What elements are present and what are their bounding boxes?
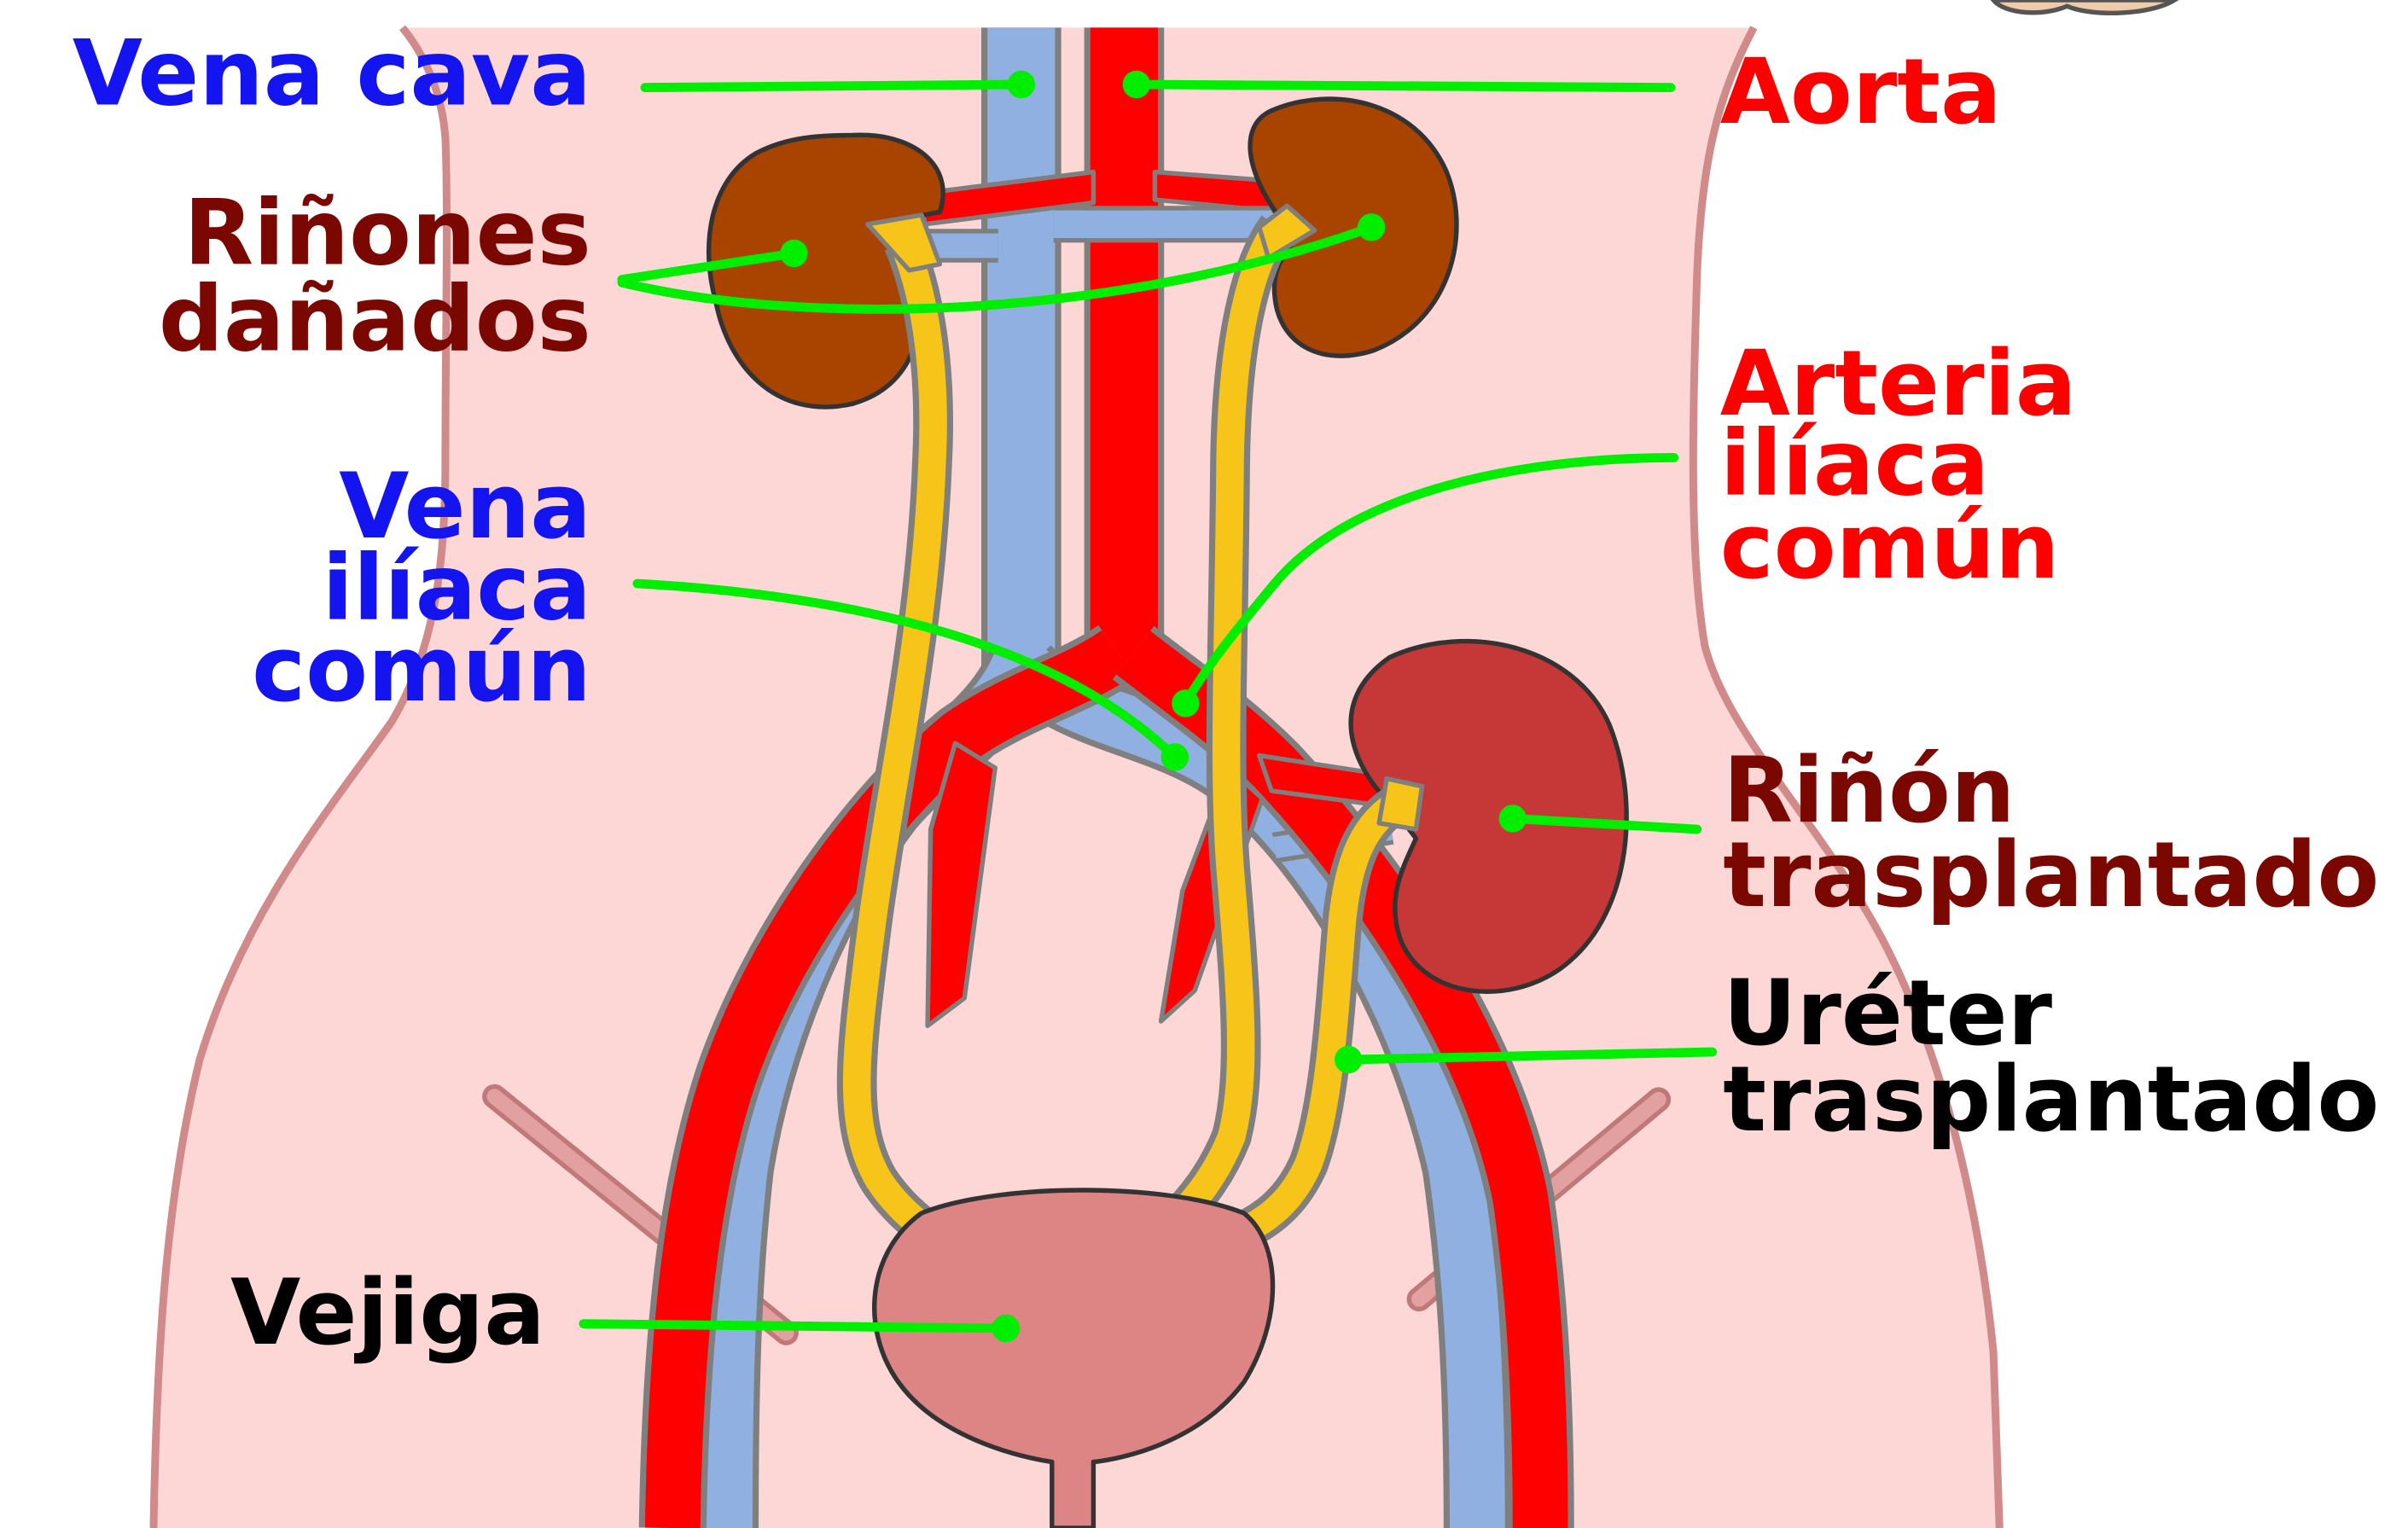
label-rinones-line-2: dañados: [159, 266, 591, 372]
label-vena-cava: Vena cava: [73, 20, 591, 126]
dot-left-kidney: [780, 240, 807, 267]
dot-arteria-iliaca: [1172, 689, 1199, 717]
leader-vena-cava: [645, 84, 1021, 88]
dot-ureter: [1335, 1046, 1362, 1073]
label-rinon-trasplantado-line-2: trasplantado: [1723, 822, 2379, 928]
leader-vejiga: [584, 1324, 1006, 1328]
leader-aorta: [1137, 84, 1671, 88]
hand-fragment: [1993, 0, 2174, 13]
dot-rinon-trasplantado: [1499, 805, 1527, 832]
dot-vena-cava: [1008, 71, 1035, 98]
transplant-renal-pelvis: [1379, 779, 1422, 829]
label-vejiga: Vejiga: [230, 1260, 545, 1366]
dot-aorta: [1123, 71, 1150, 98]
dot-right-kidney: [1358, 213, 1385, 241]
label-aorta: Aorta: [1720, 39, 2002, 145]
label-vena-iliaca-line-3: común: [252, 617, 591, 723]
dot-vejiga: [992, 1315, 1020, 1342]
label-arteria-line-3: común: [1720, 494, 2060, 600]
dot-vena-iliaca: [1161, 743, 1189, 770]
label-ureter-line-2: trasplantado: [1723, 1047, 2379, 1153]
